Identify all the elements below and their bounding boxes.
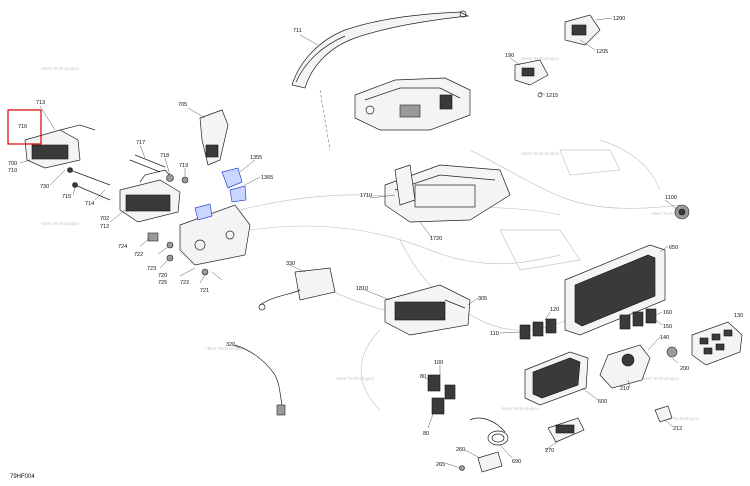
label-1100: 1100: [665, 195, 677, 201]
label-717: 717: [136, 140, 145, 146]
label-160: 160: [663, 310, 672, 316]
part-130-switch-panel: [691, 321, 743, 366]
part-212-connector: [654, 405, 673, 423]
watermark: +Best Technologies: [500, 406, 540, 411]
part-720-725-mount-plate: [179, 204, 251, 266]
label-120: 120: [550, 307, 559, 313]
part-1100-switch: [674, 204, 690, 220]
part-260-265-connector: [459, 451, 503, 473]
watermark: +Best Technologies: [335, 376, 375, 381]
label-1355: 1355: [250, 155, 262, 161]
watermark: +Best Technologies: [40, 221, 80, 226]
label-305: 305: [478, 296, 487, 302]
label-702: 702: [100, 216, 109, 222]
part-702-712-module: [119, 169, 181, 223]
label-718: 718: [160, 153, 169, 159]
label-714: 714: [85, 201, 94, 207]
label-650: 650: [669, 245, 678, 251]
label-715: 715: [62, 194, 71, 200]
part-650-display: [564, 244, 666, 336]
label-1720: 1720: [430, 236, 442, 242]
watermark: +Best Technologies: [40, 66, 80, 71]
label-722-b: 722: [180, 280, 189, 286]
label-1205: 1205: [596, 49, 608, 55]
part-bracket-assembly-upper: [354, 77, 471, 131]
label-719: 719: [179, 163, 188, 169]
label-700: 700: [8, 161, 17, 167]
label-1710: 1710: [360, 193, 372, 199]
part-705-bracket: [199, 109, 229, 166]
label-80-b: 80: [423, 431, 429, 437]
label-270: 270: [545, 448, 554, 454]
highlight-box-716[interactable]: [7, 109, 42, 145]
part-1200-module: [564, 14, 601, 46]
label-710: 710: [8, 168, 17, 174]
watermark: +Best Technologies: [520, 151, 560, 156]
part-718-719-nuts: [166, 174, 189, 184]
label-100: 100: [434, 360, 443, 366]
label-716[interactable]: 716: [18, 124, 27, 130]
part-700-710-module: [24, 124, 96, 169]
label-150: 150: [663, 324, 672, 330]
part-690-harness: [469, 417, 509, 446]
watermark: +Best Technologies: [650, 211, 690, 216]
label-80: 80: [420, 374, 426, 380]
watermark: +Best Technologies: [660, 416, 700, 421]
label-130: 130: [734, 313, 743, 319]
label-690: 690: [512, 459, 521, 465]
leader-lines: [19, 17, 679, 469]
part-270-switch: [547, 417, 585, 443]
part-711-bracket-bar: [291, 10, 470, 151]
label-721: 721: [200, 288, 209, 294]
label-210: 210: [620, 386, 629, 392]
diagram-code: 79HF004: [10, 474, 35, 480]
part-110-120-switches: [519, 318, 557, 340]
part-600-gauge-cluster: [524, 351, 589, 406]
label-190: 190: [505, 53, 514, 59]
label-1200: 1200: [613, 16, 625, 22]
part-320-cable: [234, 344, 286, 416]
label-725: 725: [158, 280, 167, 286]
background-frame-outline: [239, 139, 681, 411]
part-80-100-switches: [427, 374, 456, 415]
part-1810-ecu: [384, 284, 471, 336]
label-110: 110: [490, 331, 499, 337]
watermark: +Best Technologies: [520, 56, 560, 61]
label-722: 722: [134, 252, 143, 258]
part-722-724-fasteners: [147, 232, 209, 276]
part-717-bolt: [129, 154, 166, 173]
label-723: 723: [147, 266, 156, 272]
label-200: 200: [680, 366, 689, 372]
label-330: 330: [286, 261, 295, 267]
watermark: +Best Technologies: [640, 376, 680, 381]
label-730: 730: [40, 184, 49, 190]
part-150-160-switches: [619, 308, 657, 330]
watermark: +Best Technologies: [205, 346, 245, 351]
label-724: 724: [118, 244, 127, 250]
part-330-harness-connector: [258, 267, 336, 311]
part-714-715-screws: [67, 167, 111, 201]
part-bracket-assembly-lower: [384, 164, 511, 223]
label-320: 320: [226, 342, 235, 348]
label-1810: 1810: [356, 286, 368, 292]
label-705: 705: [178, 102, 187, 108]
label-260: 260: [456, 447, 465, 453]
label-600: 600: [598, 399, 607, 405]
label-212: 212: [673, 426, 682, 432]
part-labels: 1200 1205 190 1215 711 713 716 700 710 7…: [8, 16, 743, 468]
label-720: 720: [158, 273, 167, 279]
label-1215: 1215: [546, 93, 558, 99]
label-711: 711: [293, 28, 302, 34]
label-140: 140: [660, 335, 669, 341]
part-1355-1365-blue-clips: [194, 167, 247, 221]
part-190-sensor: [514, 59, 549, 98]
label-712: 712: [100, 224, 109, 230]
part-140-210-ignition: [599, 344, 678, 389]
label-1365: 1365: [261, 175, 273, 181]
label-713: 713: [36, 100, 45, 106]
label-265: 265: [436, 462, 445, 468]
watermarks: +Best Technologies +Best Technologies +B…: [40, 56, 700, 421]
